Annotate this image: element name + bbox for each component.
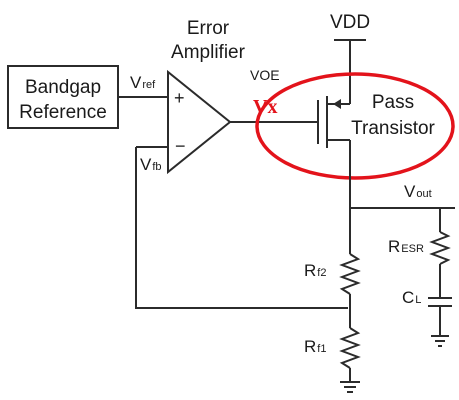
pass-transistor-symbol (317, 96, 350, 148)
feedback-wire (135, 147, 348, 309)
cl-label: CL (402, 288, 421, 307)
error-amp-label-line1: Error (187, 18, 230, 39)
vfb-label: Vfb (140, 155, 162, 174)
resr-label: RESR (388, 237, 424, 256)
resr-resistor (429, 231, 451, 265)
ground-icon (340, 381, 360, 393)
rf1-label: Rf1 (304, 337, 326, 356)
rf2-label: Rf2 (304, 261, 326, 280)
cl-capacitor (428, 297, 452, 307)
vdd-label: VDD (330, 12, 370, 33)
bandgap-reference-block: Bandgap Reference (7, 65, 119, 129)
error-amp-label-line2: Amplifier (171, 42, 246, 63)
vref-label: Vref (130, 73, 156, 92)
bandgap-label-line1: Bandgap (25, 77, 101, 98)
rf2-resistor (339, 253, 361, 295)
rf1-resistor (339, 327, 361, 369)
ground-icon (431, 335, 449, 347)
highlight-ellipse (255, 72, 455, 180)
vout-label: Vout (404, 182, 432, 201)
pass-transistor-label-line2: Transistor (351, 118, 435, 139)
pass-transistor-label-line1: Pass (372, 92, 414, 113)
bandgap-label-line2: Reference (19, 102, 107, 123)
voe-label: VOE (250, 67, 280, 83)
amp-minus-sign: − (175, 136, 186, 156)
error-amplifier: + − (167, 69, 232, 175)
amp-plus-sign: + (174, 88, 185, 108)
